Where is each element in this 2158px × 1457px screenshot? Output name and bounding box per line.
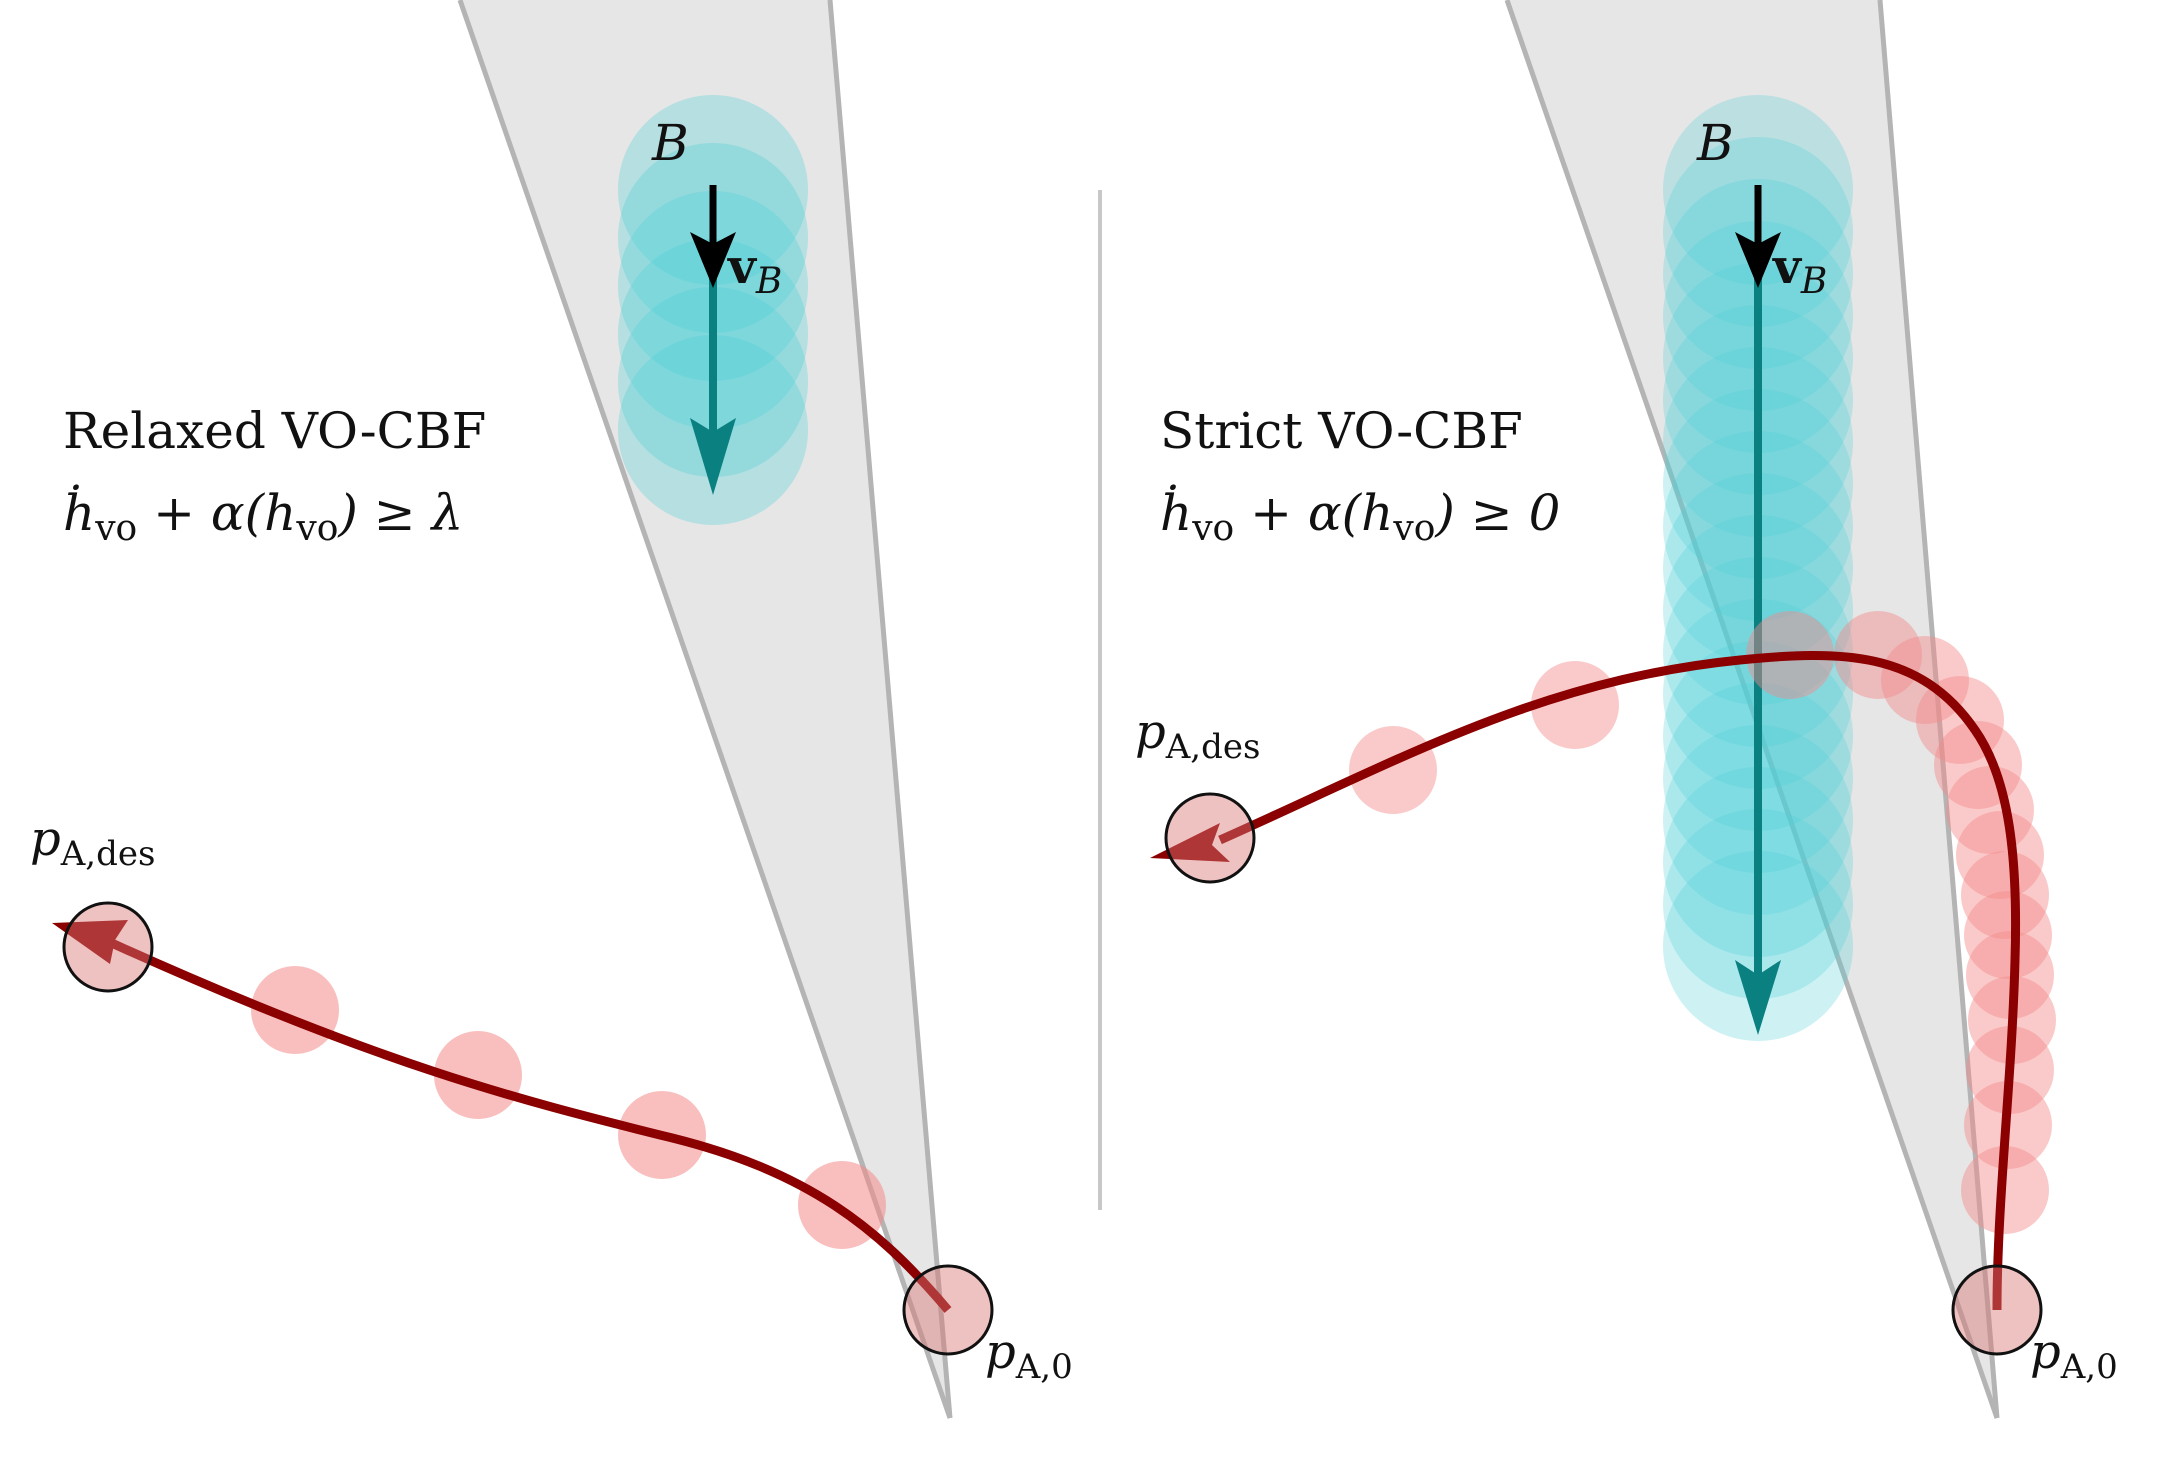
agent-a-ghost-right-12	[1834, 611, 1922, 699]
agent-a-ghost-right-6	[1961, 851, 2049, 939]
trajectory-right	[1218, 651, 2021, 1311]
vb-arrowhead-right	[1735, 232, 1781, 288]
start-marker-right	[1951, 1264, 2043, 1356]
cone-edge-right-a	[1504, 0, 2000, 1419]
agent-a-ghost-right-15	[1349, 726, 1437, 814]
start-marker-left	[902, 1264, 994, 1356]
agent-b-velocity-arrowhead-right	[1735, 960, 1781, 1035]
agent-b-velocity-arrowhead-left	[690, 418, 736, 495]
agent-a-ghost-right-7	[1956, 811, 2044, 899]
goal-marker-left	[62, 901, 154, 993]
vb-arrowhead-left	[690, 232, 736, 288]
label-vb-right: vB	[1772, 239, 1827, 302]
label-b-right: B	[1696, 114, 1734, 172]
right-panel: B vB Strict VO-CBF ḣvo + α(hvo) ≥ 0 pA,d…	[1135, 0, 2118, 1419]
panel-title-left: Relaxed VO-CBF	[63, 402, 486, 460]
label-b-left: B	[651, 114, 689, 172]
agent-a-ghost-right-5	[1964, 891, 2052, 979]
label-start-right: pA,0	[2030, 1324, 2118, 1387]
agent-a-ghost-left-2	[434, 1031, 522, 1119]
agent-a-ghosts-left	[251, 966, 886, 1249]
cone-edge-left-b	[827, 0, 953, 1419]
goal-marker-right	[1164, 792, 1256, 884]
label-goal-left: pA,des	[30, 811, 155, 874]
trajectory-left	[103, 935, 952, 1313]
agent-a-ghost-right-4	[1966, 931, 2054, 1019]
cone-edge-right-b	[1877, 0, 2000, 1419]
panel-title-right: Strict VO-CBF	[1160, 402, 1523, 460]
label-vb-left: vB	[727, 239, 782, 302]
cbf-constraint-right: ḣvo + α(hvo) ≥ 0	[1160, 483, 1560, 549]
label-start-left: pA,0	[985, 1324, 1073, 1387]
label-goal-right: pA,des	[1135, 704, 1260, 767]
trajectory-arrowhead-left	[52, 920, 128, 964]
trajectory-arrowhead-right	[1150, 823, 1230, 862]
cbf-constraint-left: ḣvo + α(hvo) ≥ λ	[63, 483, 463, 549]
left-panel: B vB Relaxed VO-CBF ḣvo + α(hvo) ≥ λ pA,…	[30, 0, 1073, 1419]
